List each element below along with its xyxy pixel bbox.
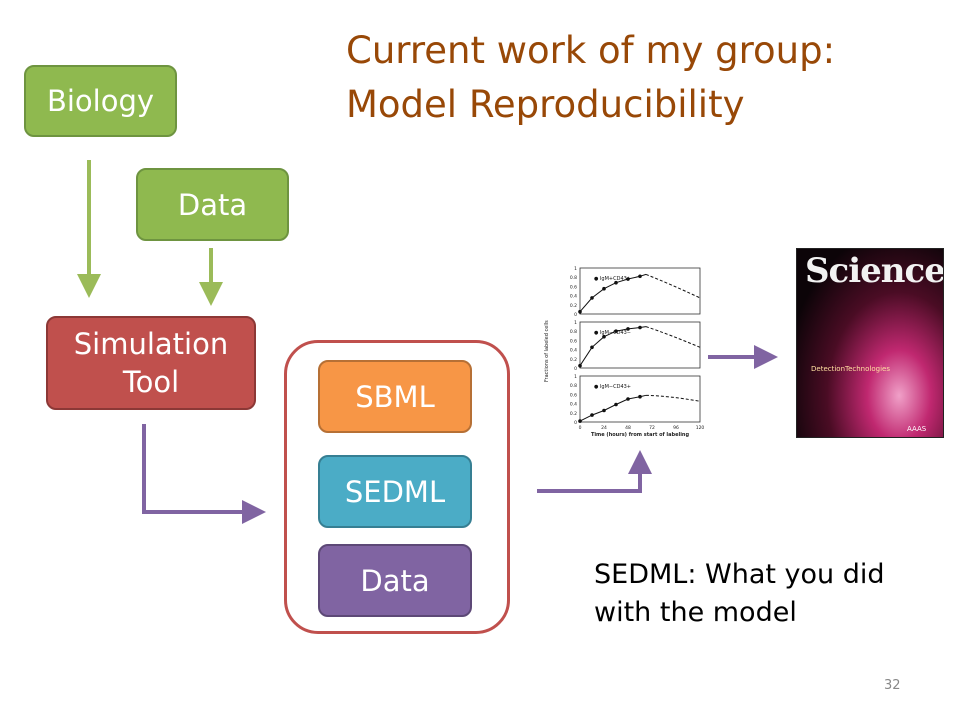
graph-data-point: [626, 327, 630, 331]
graph-panel-frame: [579, 375, 701, 423]
graph-xtick-label: 24: [601, 425, 607, 431]
graph-legend: ● IgM+CD43+: [594, 276, 631, 282]
cover-subtitle: DetectionTechnologies: [811, 365, 890, 373]
graph-data-point: [590, 296, 594, 300]
slide-title: Current work of my group: Model Reproduc…: [346, 24, 946, 132]
title-line-2: Model Reproducibility: [346, 83, 745, 126]
graph-ytick-label: 0.8: [570, 329, 577, 335]
graph-xtick-label: 96: [673, 425, 679, 431]
graph-xtick-label: 48: [625, 425, 631, 431]
arrow-tool-to-archive: [142, 424, 266, 524]
data-input-label: Data: [177, 187, 248, 222]
sbml-box: SBML: [318, 360, 472, 433]
sedml-box: SEDML: [318, 455, 472, 528]
science-cover-image: Science DetectionTechnologies AAAS: [796, 248, 944, 438]
graph-data-point: [590, 413, 594, 417]
graph-data-point: [602, 408, 606, 413]
graph-ytick-label: 0.6: [570, 284, 577, 290]
cover-title: Science: [805, 251, 944, 291]
graph-data-point: [578, 419, 582, 423]
graph-xtick-label: 0: [579, 425, 582, 431]
graph-xlabel: Time (hours) from start of labeling: [591, 432, 690, 438]
graph-data-point: [614, 402, 618, 407]
biology-box: Biology: [24, 65, 177, 137]
graph-ytick-label: 1: [574, 374, 577, 380]
graph-ytick-label: 0.6: [570, 392, 577, 398]
graph-ylabel: Fractions of labeled cells: [544, 320, 550, 382]
graph-curve-rise: [579, 273, 647, 314]
sedml-caption: SEDML: What you did with the model: [594, 556, 944, 632]
graph-curve-rise: [579, 326, 647, 368]
graph-data-point: [578, 309, 582, 314]
graph-curve-decay: [645, 394, 701, 402]
graph-ytick-label: 0: [574, 312, 577, 318]
graph-data-point: [578, 363, 582, 368]
cover-logo: AAAS: [907, 425, 927, 433]
arrow-archive-to-graph: [537, 450, 652, 493]
result-graph-thumbnail: Fractions of labeled cells 0 0.2 0.4 0.6 0.8 1…: [540, 262, 708, 440]
graph-data-point: [638, 394, 642, 399]
simulation-tool-label-2: Tool: [122, 365, 180, 399]
graph-curve-decay: [645, 326, 701, 348]
graph-curve-decay: [645, 273, 701, 299]
graph-data-point: [614, 329, 618, 333]
graph-legend: ● IgM−CD43+: [594, 384, 631, 390]
archive-container: [284, 340, 510, 634]
graph-data-point: [626, 397, 630, 401]
result-graph: Fractions of labeled cells 0 0.2 0.4 0.6 0.8 1…: [544, 266, 705, 438]
simulation-tool-box: Simulation Tool: [46, 316, 256, 410]
graph-panel-frame: [579, 321, 701, 369]
graph-ytick-label: 0.4: [570, 402, 577, 408]
graph-panel-frame: [579, 267, 701, 315]
graph-data-point: [614, 280, 618, 285]
graph-ytick-label: 0.4: [570, 294, 577, 300]
data-output-box: Data: [318, 544, 472, 617]
data-output-label: Data: [360, 563, 430, 598]
graph-ytick-label: 0.8: [570, 275, 577, 281]
graph-ytick-label: 0: [574, 366, 577, 372]
graph-xtick-label: 72: [649, 425, 655, 431]
graph-data-point: [602, 334, 606, 339]
graph-ytick-label: 0.8: [570, 383, 577, 389]
graph-ytick-label: 1: [574, 320, 577, 326]
graph-ytick-label: 0: [574, 420, 577, 426]
sedml-label: SEDML: [344, 474, 446, 509]
sbml-label: SBML: [355, 379, 435, 414]
graph-ytick-label: 0.4: [570, 348, 577, 354]
title-line-1: Current work of my group:: [346, 29, 836, 72]
page-number: 32: [884, 678, 901, 693]
graph-ytick-label: 0.2: [570, 303, 577, 309]
simulation-tool-label-1: Simulation: [73, 327, 229, 361]
graph-data-point: [626, 277, 630, 281]
graph-curve-rise: [579, 394, 647, 422]
graph-data-point: [638, 325, 642, 330]
biology-label: Biology: [46, 84, 155, 118]
graph-xtick-label: 120: [696, 425, 705, 431]
graph-data-point: [638, 274, 642, 279]
graph-ytick-label: 0.2: [570, 357, 577, 363]
graph-ytick-label: 0.2: [570, 411, 577, 417]
graph-data-point: [590, 345, 594, 350]
data-input-box: Data: [136, 168, 289, 241]
graph-ytick-label: 1: [574, 266, 577, 272]
graph-legend: ● IgM−CD43−: [594, 330, 631, 336]
caption-line-1: SEDML: What you did: [594, 559, 885, 590]
graph-data-point: [602, 286, 606, 291]
graph-ytick-label: 0.6: [570, 338, 577, 344]
caption-line-2: with the model: [594, 597, 797, 628]
